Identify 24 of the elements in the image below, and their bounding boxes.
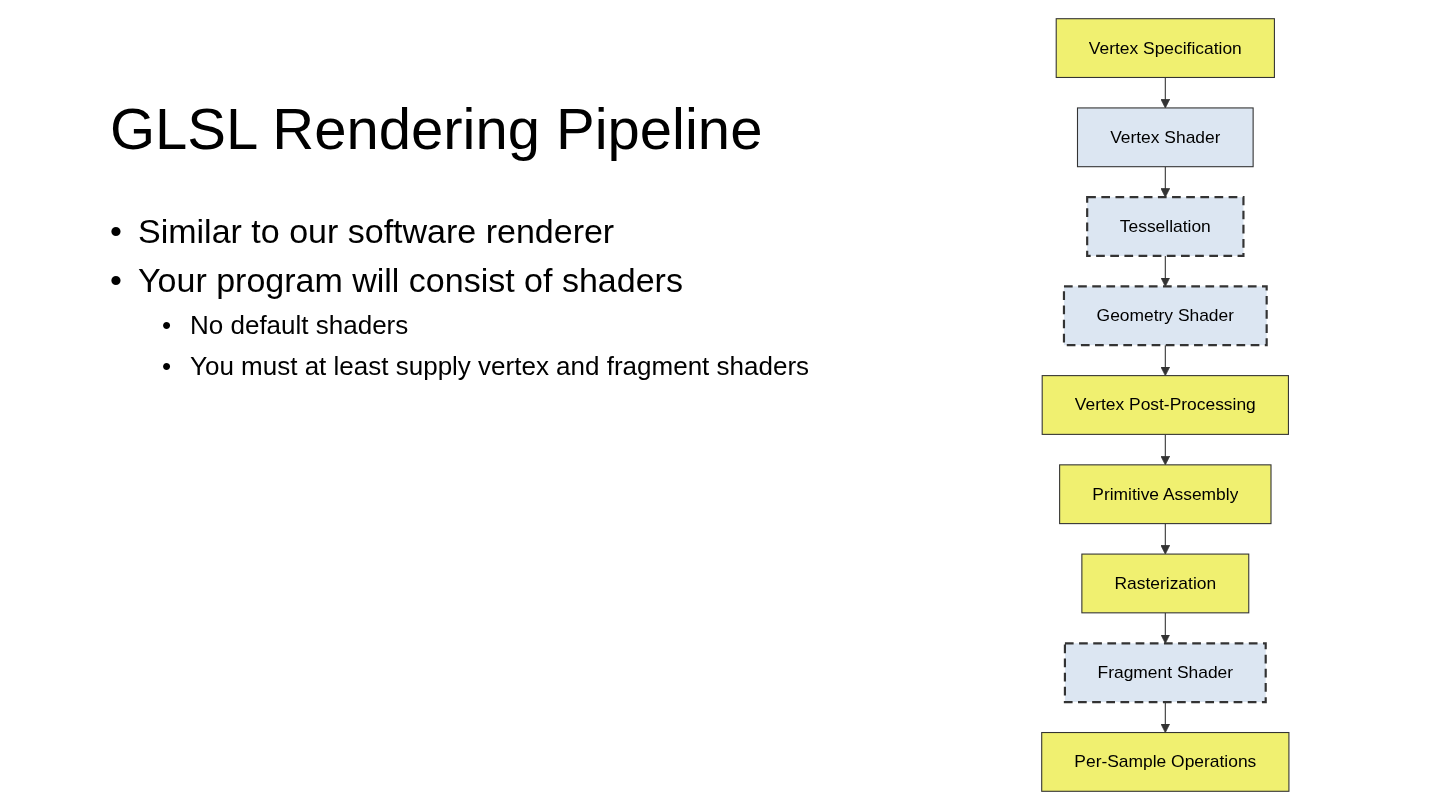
node-box: Fragment Shader xyxy=(1063,642,1267,704)
bullet-marker: • xyxy=(162,351,173,382)
node-box: Vertex Specification xyxy=(1055,18,1275,78)
bullet-marker: • xyxy=(162,310,173,341)
arrow xyxy=(1160,612,1170,644)
node-box: Per-Sample Operations xyxy=(1040,732,1290,792)
bullet-marker: • xyxy=(110,261,123,300)
node-box: Rasterization xyxy=(1081,553,1249,614)
node-box: Geometry Shader xyxy=(1062,285,1268,347)
node-box: Vertex Post-Processing xyxy=(1041,375,1289,435)
bullet-text: Similar to our software renderer xyxy=(138,212,615,251)
arrow xyxy=(1160,523,1170,555)
slide-title: GLSL Rendering Pipeline xyxy=(110,95,764,162)
bullet-text: Your program will consist of shaders xyxy=(138,261,683,300)
arrow xyxy=(1160,255,1170,287)
arrow xyxy=(1160,166,1170,198)
node-box: Tessellation xyxy=(1085,196,1245,257)
bullet-marker: • xyxy=(110,212,123,251)
arrow xyxy=(1160,433,1170,466)
sub-bullet-text: No default shaders xyxy=(190,310,409,341)
node-box: Primitive Assembly xyxy=(1058,464,1272,525)
node-box: Vertex Shader xyxy=(1076,107,1254,168)
sub-bullet-text: You must at least supply vertex and fragment shaders xyxy=(190,351,810,382)
arrow xyxy=(1160,76,1170,109)
